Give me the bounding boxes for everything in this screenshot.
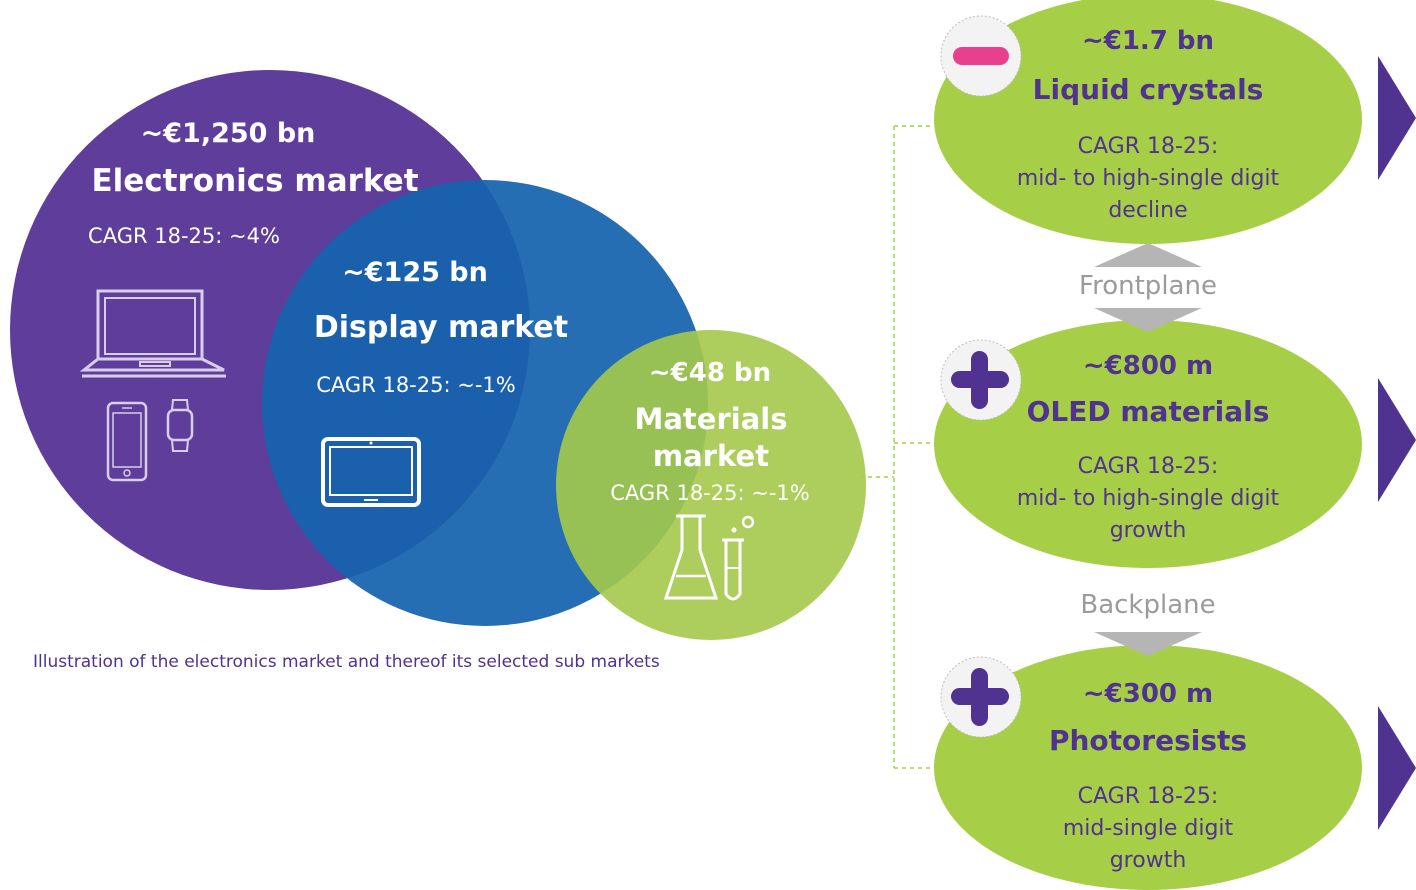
segment-title: Liquid crystals (1032, 73, 1264, 106)
segment-cagr-label: CAGR 18-25: (1077, 454, 1219, 479)
segment-title: Photoresists (1048, 724, 1248, 757)
display-cagr: CAGR 18-25: ~-1% (316, 373, 516, 397)
segment-cagr-line2: growth (1109, 848, 1187, 873)
backplane-label: Backplane (1080, 590, 1216, 620)
segment-cagr-line1: mid-single digit (1062, 816, 1234, 841)
segment-cagr-label: CAGR 18-25: (1077, 784, 1219, 809)
frontplane-label: Frontplane (1079, 271, 1217, 301)
segment-value: ~€800 m (1082, 351, 1214, 381)
segment-cagr-line2: growth (1109, 518, 1187, 543)
diagram-caption: Illustration of the electronics market a… (33, 652, 660, 672)
segment-cagr-line2: decline (1108, 198, 1188, 223)
electronics-value: ~€1,250 bn (140, 118, 316, 149)
materials-title-line2: market (652, 439, 770, 473)
materials-value: ~€48 bn (648, 358, 772, 388)
smartwatch-icon (166, 399, 194, 452)
laptop-icon (79, 289, 226, 378)
frontplane-up-arrow-icon (1094, 243, 1202, 267)
minus-icon (940, 15, 1022, 97)
segment-cagr-line1: mid- to high-single digit (1016, 166, 1280, 191)
plus-icon (940, 339, 1022, 421)
segment-value: ~€300 m (1082, 679, 1214, 709)
frontplane-down-arrow-icon (1094, 308, 1202, 332)
display-title: Display market (313, 310, 569, 345)
dashed-connectors (860, 125, 934, 769)
smartphone-icon (106, 401, 148, 482)
tablet-icon (321, 437, 421, 507)
chevron-right-icon (1378, 378, 1416, 502)
materials-market-circle (556, 330, 866, 640)
electronics-cagr: CAGR 18-25: ~4% (88, 224, 280, 248)
materials-cagr: CAGR 18-25: ~-1% (610, 481, 810, 505)
segment-value: ~€1.7 bn (1081, 26, 1215, 56)
lab-flask-icon (663, 514, 755, 601)
materials-title-line1: Materials (634, 402, 788, 436)
segment-title: OLED materials (1026, 395, 1270, 428)
segment-cagr-label: CAGR 18-25: (1077, 134, 1219, 159)
chevron-right-icon (1378, 56, 1416, 180)
electronics-title: Electronics market (91, 163, 419, 199)
plus-icon (940, 656, 1022, 738)
display-value: ~€125 bn (342, 257, 488, 288)
segment-cagr-line1: mid- to high-single digit (1016, 486, 1280, 511)
chevron-right-icon (1378, 706, 1416, 830)
backplane-down-arrow-icon (1094, 632, 1202, 656)
